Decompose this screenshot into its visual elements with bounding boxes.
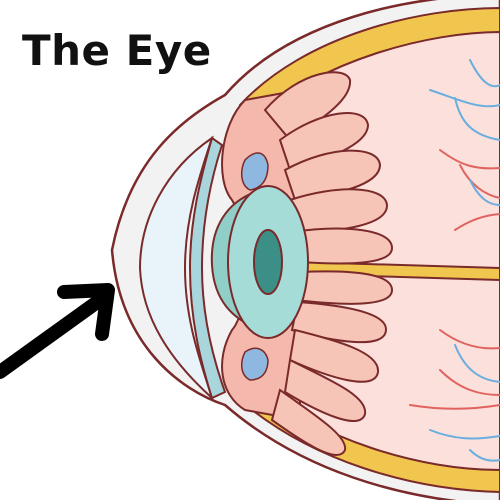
pupil (253, 229, 283, 295)
cornea-edge (188, 136, 227, 400)
arrow-icon (0, 283, 115, 379)
diagram-title: The Eye (22, 26, 212, 75)
zonule-fibers (263, 71, 394, 456)
iris-upper (240, 152, 269, 191)
vessels-upper (429, 59, 500, 231)
vessels-lower (409, 329, 500, 462)
iris-lower (240, 347, 269, 381)
